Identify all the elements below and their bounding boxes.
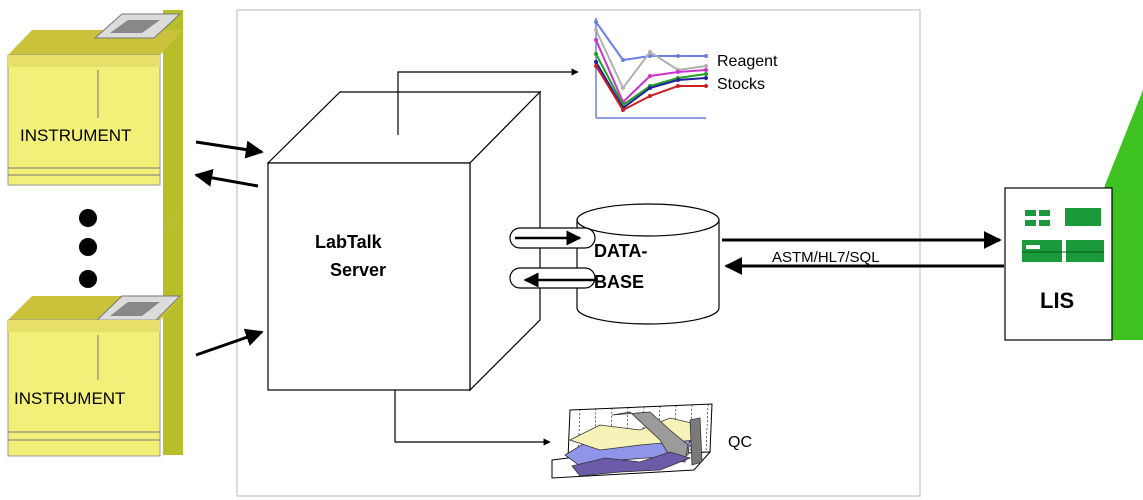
olive-strip-top xyxy=(163,10,183,230)
connector-server-to-qc xyxy=(394,390,551,446)
labtalk-server[interactable]: LabTalk Server xyxy=(266,90,542,392)
instrument-bottom-label-box xyxy=(12,383,158,413)
reagent-series-point xyxy=(648,86,652,90)
instrument-bottom-printer-slot xyxy=(110,302,160,316)
reagent-series-point xyxy=(676,70,680,74)
qc-label: QC xyxy=(728,434,752,451)
system-boundary-frame xyxy=(236,9,921,497)
lis-module-left-slot xyxy=(1026,245,1040,249)
database-top xyxy=(576,203,720,237)
pipe-lower xyxy=(509,267,596,289)
instrument-bottom-panel xyxy=(8,320,160,332)
reagent-series-point xyxy=(704,76,708,80)
lis-label: LIS xyxy=(1040,288,1074,313)
database-label-line2: BASE xyxy=(594,272,644,292)
reagent-series-point xyxy=(704,68,708,72)
ellipsis-dot-2 xyxy=(79,238,97,256)
lis-indicator-3 xyxy=(1025,220,1036,226)
lis-indicator-1 xyxy=(1025,210,1036,216)
server-database-pipes xyxy=(509,227,596,289)
database-body xyxy=(576,220,720,325)
reagent-series-point xyxy=(594,28,598,32)
reagent-series-point xyxy=(621,86,625,90)
reagent-stocks-chart[interactable]: Reagent Stocks xyxy=(594,18,778,119)
lis-module-right xyxy=(1066,240,1104,262)
reagent-series-point xyxy=(594,52,598,56)
reagent-series-point xyxy=(648,74,652,78)
instrument-top[interactable]: INSTRUMENT xyxy=(7,13,183,186)
reagent-series-point xyxy=(648,94,652,98)
reagent-series-point xyxy=(648,54,652,58)
database-label-line1: DATA- xyxy=(594,241,647,261)
reagent-series-point xyxy=(676,54,680,58)
reagent-series-point xyxy=(594,64,598,68)
reagent-series-point xyxy=(621,108,625,112)
lis-screen-top xyxy=(1065,208,1101,226)
instrument-top-panel xyxy=(8,55,160,67)
reagent-label-line1: Reagent xyxy=(717,53,778,70)
ellipsis-dot-1 xyxy=(79,209,97,227)
qc-grid-line xyxy=(705,404,709,453)
reagent-series-point xyxy=(704,72,708,76)
reagent-series-point xyxy=(594,38,598,42)
server-label-line1: LabTalk xyxy=(315,232,383,252)
reagent-series-point xyxy=(676,78,680,82)
database[interactable]: DATA- BASE xyxy=(576,203,720,325)
reagent-series-point xyxy=(648,50,652,54)
instrument-top-printer-slot xyxy=(110,20,160,33)
reagent-series-point xyxy=(704,64,708,68)
qc-surface-purple xyxy=(571,451,692,477)
lis-module-left xyxy=(1022,240,1062,262)
instrument-bottom[interactable]: INSTRUMENT xyxy=(7,295,183,457)
reagent-label-line2: Stocks xyxy=(717,76,765,93)
instrument-top-label: INSTRUMENT xyxy=(20,126,131,145)
ellipsis-dot-3 xyxy=(79,270,97,288)
qc-surface-gray xyxy=(611,411,689,463)
reagent-series-point xyxy=(704,84,708,88)
server-front-face xyxy=(267,162,471,391)
reagent-series-point xyxy=(594,20,598,24)
qc-ribbon-dark xyxy=(689,417,703,466)
reagent-series-point xyxy=(676,84,680,88)
reagent-series-point xyxy=(704,54,708,58)
lis-indicator-4 xyxy=(1039,220,1050,226)
reagent-series-point xyxy=(621,58,625,62)
arrow-instrument2-to-server xyxy=(195,328,264,357)
connector-server-to-reagent xyxy=(397,68,579,135)
link-protocol-label: ASTM/HL7/SQL xyxy=(772,249,880,266)
arrow-instrument1-to-server xyxy=(195,140,264,159)
instrument-top-label-box xyxy=(14,118,158,148)
lis-indicator-2 xyxy=(1039,210,1050,216)
lis-system[interactable]: LIS xyxy=(1004,90,1143,341)
olive-strip-bottom xyxy=(163,210,183,455)
qc-chart[interactable]: QC xyxy=(551,403,752,479)
reagent-series-point xyxy=(594,60,598,64)
server-label-line2: Server xyxy=(330,260,386,280)
instrument-bottom-label: INSTRUMENT xyxy=(14,389,125,408)
arrow-server-to-instrument1 xyxy=(194,168,259,188)
